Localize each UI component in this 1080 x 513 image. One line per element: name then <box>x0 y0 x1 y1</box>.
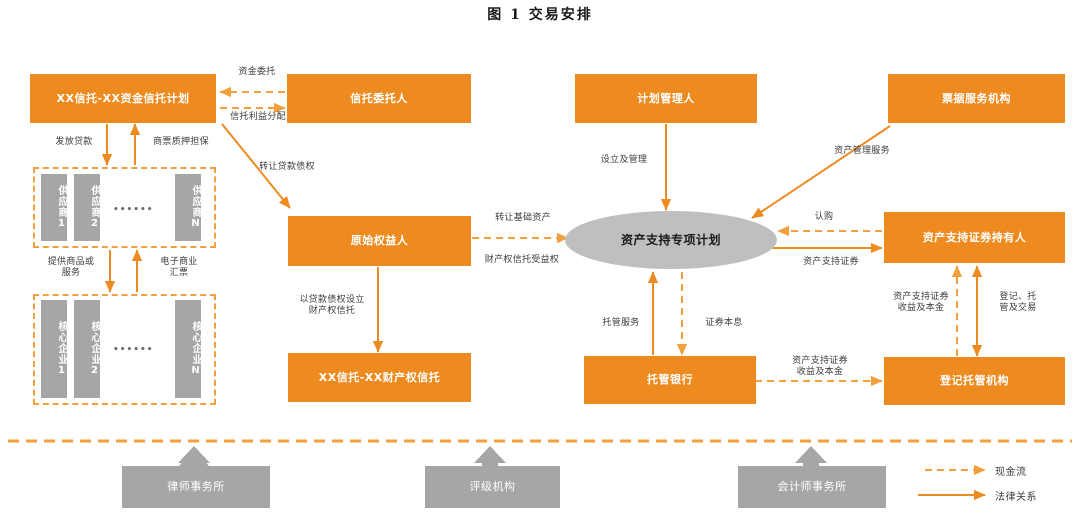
node-custodian-bank[interactable]: 托管银行 <box>584 356 756 404</box>
edge-label-establish-property-trust: 以贷款债权设立 财产权信托 <box>299 295 365 317</box>
core-enterprise-group <box>33 294 216 405</box>
supplier-ellipsis: •••••• <box>113 205 154 215</box>
node-core-enterprise-1[interactable]: 核心企业1 <box>41 300 67 398</box>
node-law-firm[interactable]: 律师事务所 <box>122 466 270 508</box>
node-note-service-org[interactable]: 票据服务机构 <box>888 74 1065 123</box>
node-property-trust[interactable]: XX信托-XX财产权信托 <box>288 353 471 402</box>
edge-label-custody-service: 托管服务 <box>602 318 640 328</box>
edge-label-asset-management-service: 资产管理服务 <box>834 146 890 156</box>
node-supplier-2[interactable]: 供应商2 <box>74 174 100 241</box>
edge-label-subscribe: 认购 <box>814 212 834 222</box>
node-supplier-n[interactable]: 供应商N <box>175 174 201 241</box>
node-registration-custody-org[interactable]: 登记托管机构 <box>884 357 1065 405</box>
page-title: 图 1 交易安排 <box>487 7 593 23</box>
core-enterprise-ellipsis: •••••• <box>113 345 154 355</box>
edge-label-fund-entrust: 资金委托 <box>238 67 276 77</box>
node-rating-agency[interactable]: 评级机构 <box>425 466 560 508</box>
edge-label-property-trust-beneficiary-right: 财产权信托受益权 <box>484 255 560 265</box>
edge-label-trust-benefit-distribution: 信托利益分配 <box>230 112 286 122</box>
node-core-enterprise-2[interactable]: 核心企业2 <box>74 300 100 398</box>
edge-label-provide-goods-services: 提供商品或 服务 <box>47 257 95 279</box>
node-accounting-firm[interactable]: 会计师事务所 <box>738 466 886 508</box>
node-supplier-1[interactable]: 供应商1 <box>41 174 67 241</box>
edge-label-asset-backed-securities: 资产支持证券 <box>803 257 859 267</box>
edge-label-establish-and-manage: 设立及管理 <box>600 155 648 165</box>
edge-label-issue-loan: 发放贷款 <box>55 137 93 147</box>
edge-label-transfer-loan-claim: 转让贷款债权 <box>259 162 315 172</box>
supplier-group <box>33 167 216 248</box>
legend-label-legal-relation: 法律关系 <box>995 492 1037 503</box>
node-abs-plan[interactable]: 资产支持专项计划 <box>565 211 777 269</box>
edge-label-abs-income-principal-vertical: 资产支持证券 收益及本金 <box>893 292 949 314</box>
node-fund-trust-plan[interactable]: XX信托-XX资金信托计划 <box>30 74 216 123</box>
edge-label-register-custody-trade: 登记、托 管及交易 <box>999 292 1037 314</box>
edge-label-securities-principal-interest: 证券本息 <box>705 318 743 328</box>
edge-label-transfer-underlying-asset: 转让基础资产 <box>495 213 551 223</box>
node-plan-manager[interactable]: 计划管理人 <box>575 74 757 123</box>
edge-label-abs-income-principal-bottom: 资产支持证券 收益及本金 <box>792 356 848 378</box>
edge-label-note-pledge-guarantee: 商票质押担保 <box>153 137 209 147</box>
node-core-enterprise-n[interactable]: 核心企业N <box>175 300 201 398</box>
node-abs-holder[interactable]: 资产支持证券持有人 <box>884 212 1065 263</box>
node-trustor[interactable]: 信托委托人 <box>287 74 471 123</box>
node-originator[interactable]: 原始权益人 <box>288 216 471 266</box>
legend-label-cash-flow: 现金流 <box>995 467 1027 478</box>
edge-label-electronic-commercial-draft: 电子商业 汇票 <box>160 257 198 279</box>
